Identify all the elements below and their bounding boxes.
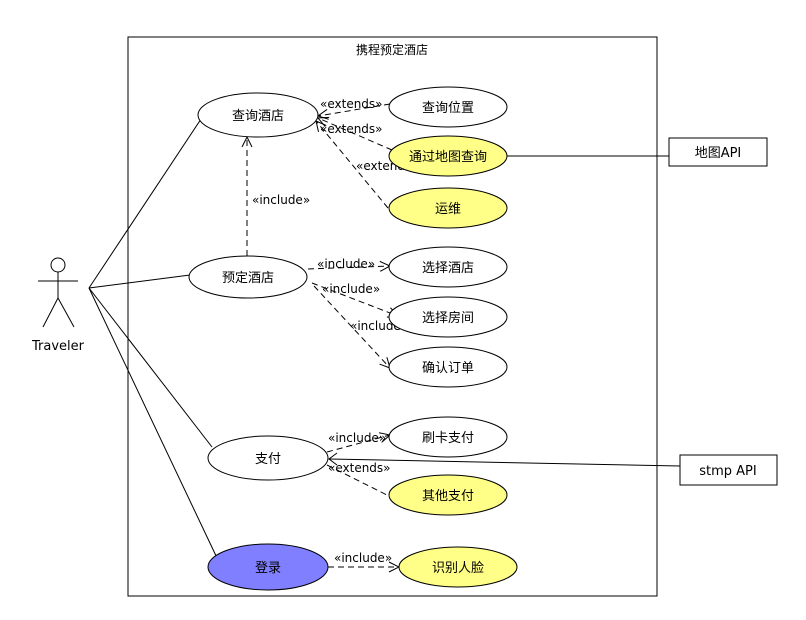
svg-text:查询位置: 查询位置 bbox=[422, 101, 474, 116]
assoc-pay bbox=[88, 287, 213, 448]
svg-text:通过地图查询: 通过地图查询 bbox=[409, 150, 487, 165]
use-case-login[interactable]: 登录 bbox=[207, 543, 329, 591]
use-case-other-pay[interactable]: 其他支付 bbox=[388, 474, 508, 516]
label-include-select-room: «include» bbox=[322, 282, 380, 296]
use-case-book-hotel[interactable]: 预定酒店 bbox=[188, 255, 308, 299]
svg-text:识别人脸: 识别人脸 bbox=[432, 561, 484, 576]
label-extends-map: «extends» bbox=[320, 122, 383, 136]
use-case-query-location[interactable]: 查询位置 bbox=[388, 86, 508, 128]
svg-text:选择酒店: 选择酒店 bbox=[422, 261, 474, 276]
use-case-operations[interactable]: 运维 bbox=[388, 187, 508, 229]
label-include-card-pay: «include» bbox=[328, 431, 386, 445]
use-case-pay[interactable]: 支付 bbox=[207, 435, 329, 481]
svg-text:选择房间: 选择房间 bbox=[422, 310, 474, 326]
label-extends-location: «extends» bbox=[320, 97, 383, 111]
external-stmp-api[interactable]: stmp API bbox=[679, 454, 778, 486]
use-case-map-query[interactable]: 通过地图查询 bbox=[388, 135, 508, 177]
svg-text:支付: 支付 bbox=[255, 452, 281, 467]
use-case-card-pay[interactable]: 刷卡支付 bbox=[388, 416, 508, 458]
use-case-select-room[interactable]: 选择房间 bbox=[388, 296, 508, 338]
label-include-select-hotel: «include» bbox=[317, 257, 375, 271]
traveler-actor[interactable] bbox=[38, 257, 78, 328]
svg-text:查询酒店: 查询酒店 bbox=[232, 109, 284, 124]
svg-text:刷卡支付: 刷卡支付 bbox=[422, 431, 474, 446]
rel-select-room bbox=[311, 282, 398, 316]
rel-select-hotel bbox=[307, 266, 390, 269]
actor-name: Traveler bbox=[31, 339, 85, 354]
label-include-query: «include» bbox=[252, 193, 310, 207]
label-extends-other-pay: «extends» bbox=[328, 461, 391, 475]
svg-text:预定酒店: 预定酒店 bbox=[222, 271, 274, 286]
rel-other-pay bbox=[326, 464, 388, 496]
use-case-confirm-order[interactable]: 确认订单 bbox=[388, 346, 508, 388]
assoc-query-hotel bbox=[88, 112, 206, 289]
rel-operations bbox=[316, 121, 389, 209]
svg-text:确认订单: 确认订单 bbox=[422, 361, 474, 376]
svg-text:登录: 登录 bbox=[255, 561, 281, 576]
use-case-query-hotel[interactable]: 查询酒店 bbox=[197, 92, 319, 138]
svg-text:运维: 运维 bbox=[435, 202, 461, 217]
external-map-api[interactable]: 地图API bbox=[668, 137, 768, 167]
assoc-book-hotel bbox=[88, 274, 191, 289]
use-case-face-recognition[interactable]: 识别人脸 bbox=[398, 546, 518, 588]
label-include-face: «include» bbox=[334, 551, 392, 565]
svg-text:stmp API: stmp API bbox=[699, 464, 756, 479]
use-case-select-hotel[interactable]: 选择酒店 bbox=[388, 246, 508, 288]
svg-text:地图API: 地图API bbox=[695, 146, 742, 161]
assoc-stmp-api bbox=[328, 458, 681, 467]
svg-text:其他支付: 其他支付 bbox=[422, 489, 474, 504]
rel-query-location bbox=[318, 103, 391, 116]
rel-confirm-order bbox=[313, 285, 390, 368]
rel-card-pay bbox=[326, 435, 390, 453]
system-title: 携程预定酒店 bbox=[356, 42, 428, 57]
assoc-login bbox=[88, 287, 219, 561]
rel-map-query bbox=[318, 118, 393, 151]
